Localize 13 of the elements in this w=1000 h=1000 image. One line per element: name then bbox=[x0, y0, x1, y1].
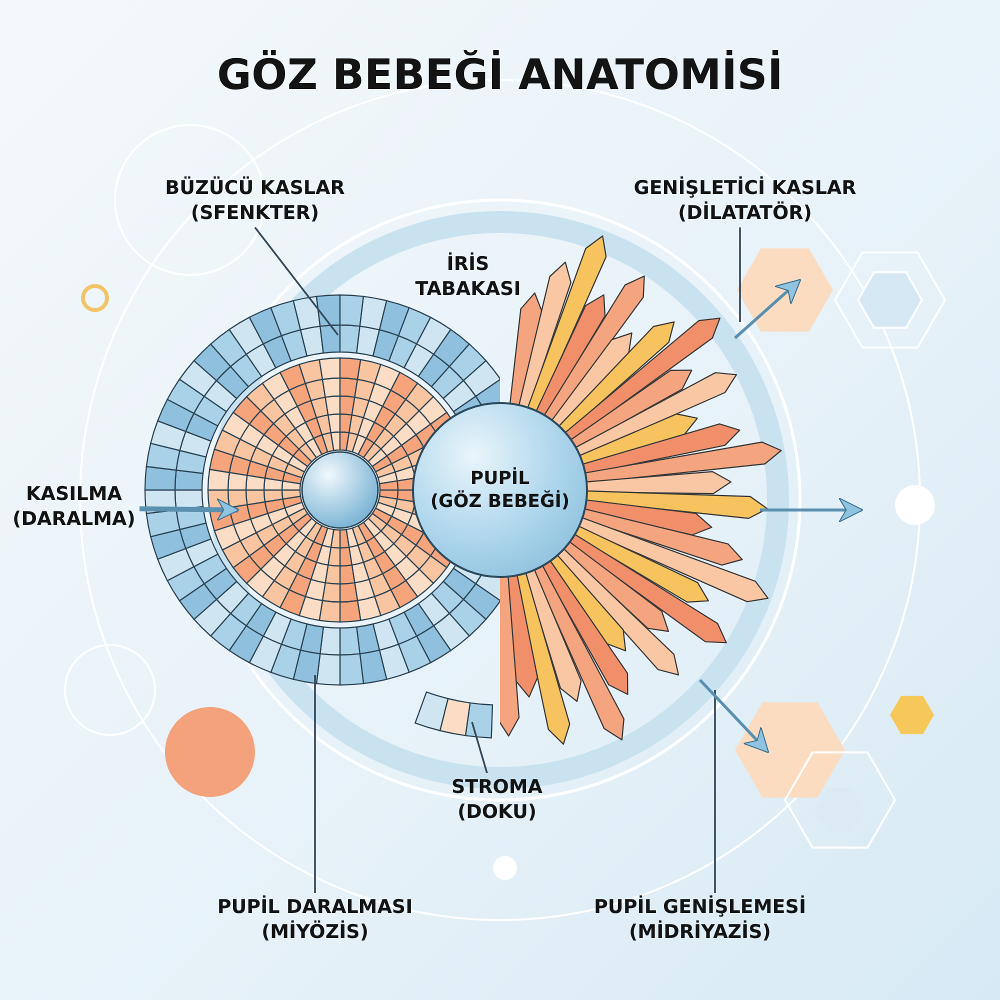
callout-label: STROMA (DOKU) bbox=[451, 775, 543, 824]
callout-label: GENİŞLETİCİ KASLAR (DİLATATÖR) bbox=[634, 176, 856, 226]
leader-line bbox=[739, 227, 741, 322]
leader-line bbox=[714, 690, 716, 893]
callout-label: BÜZÜCÜ KASLAR (SFENKTER) bbox=[165, 176, 345, 226]
title: GÖZ BEBEĞİ ANATOMİSİ bbox=[217, 49, 783, 101]
callout-label: KASILMA (DARALMA) bbox=[12, 482, 136, 532]
leader-line bbox=[314, 675, 316, 893]
leader-line bbox=[254, 226, 339, 336]
callout-label: PUPİL GENİŞLEMESİ (MİDRİYAZİS) bbox=[594, 895, 806, 944]
part-label: İRİS TABAKASI bbox=[415, 252, 521, 302]
callout-label: PUPİL DARALMASI (MİYÖZİS) bbox=[217, 895, 413, 944]
leader-line bbox=[471, 722, 488, 774]
